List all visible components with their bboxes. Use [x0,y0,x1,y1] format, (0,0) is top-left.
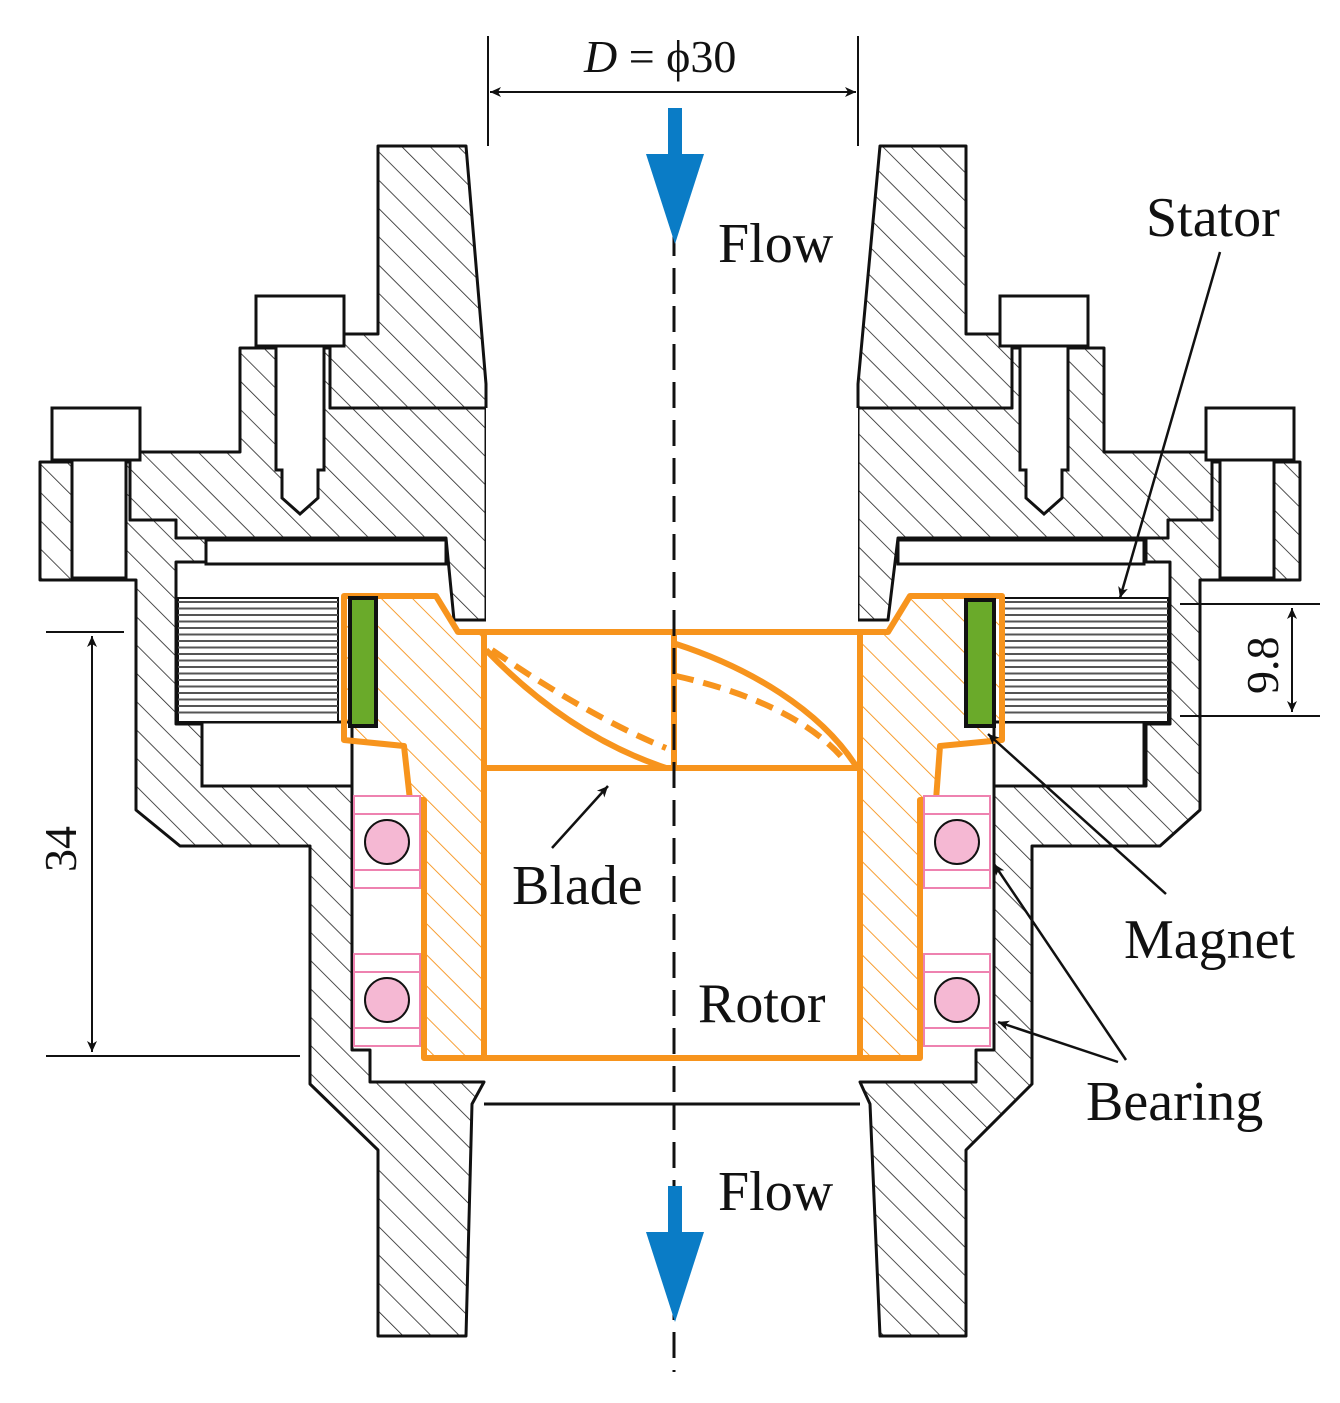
bearings [353,795,991,1047]
magnet-leader [987,733,1167,895]
stator-label: Stator [1146,187,1280,249]
flow-label-top: Flow [718,213,834,275]
stator-cavities [200,538,1146,788]
bearing-label: Bearing [1086,1071,1263,1133]
magnet-right [964,598,996,728]
stator-lamination-right [1003,597,1169,723]
blade-right-curve [675,641,859,768]
bolt-1 [50,406,142,580]
blade-leader [551,785,609,849]
magnet-left [348,596,378,728]
dimensions [46,36,1320,1057]
flow-label-bottom: Flow [718,1161,834,1223]
bolt-3 [998,294,1090,517]
blade-left-dashed [490,647,668,751]
stator-leader [1118,251,1222,599]
bearing-1 [353,795,421,889]
bearing-3 [923,795,991,889]
inlet-pipe-left [328,144,488,410]
magnet-dimension-label: 9.8 [1237,637,1288,695]
flow-arrow-top [646,108,704,244]
flow-arrow-bottom [646,1186,704,1322]
magnets [348,596,996,728]
housing [38,144,1302,1338]
bearing-leader-top [992,863,1128,1061]
bearing-leader-bottom [997,1020,1119,1064]
rotor-left-wall [341,593,487,1061]
body-right [858,460,1302,1338]
bolts [50,294,1296,580]
leader-lines [551,251,1222,1064]
rotor-label: Rotor [698,973,826,1035]
blade-label: Blade [512,855,643,917]
stator-lamination-left [177,597,339,723]
bolt-2 [254,294,346,517]
bolt-4 [1204,406,1296,580]
blade-left-curve [483,647,667,771]
blade-right-dashed [675,673,849,764]
diameter-label: D = ϕ30 [583,31,736,82]
inlet-pipe-right [856,144,1014,410]
body-left [38,460,486,1338]
bearing-2 [353,953,421,1047]
magnet-label: Magnet [1124,909,1296,971]
flow-arrows [646,108,704,1322]
bearing-4 [923,953,991,1047]
height-dimension-label: 34 [35,826,86,872]
